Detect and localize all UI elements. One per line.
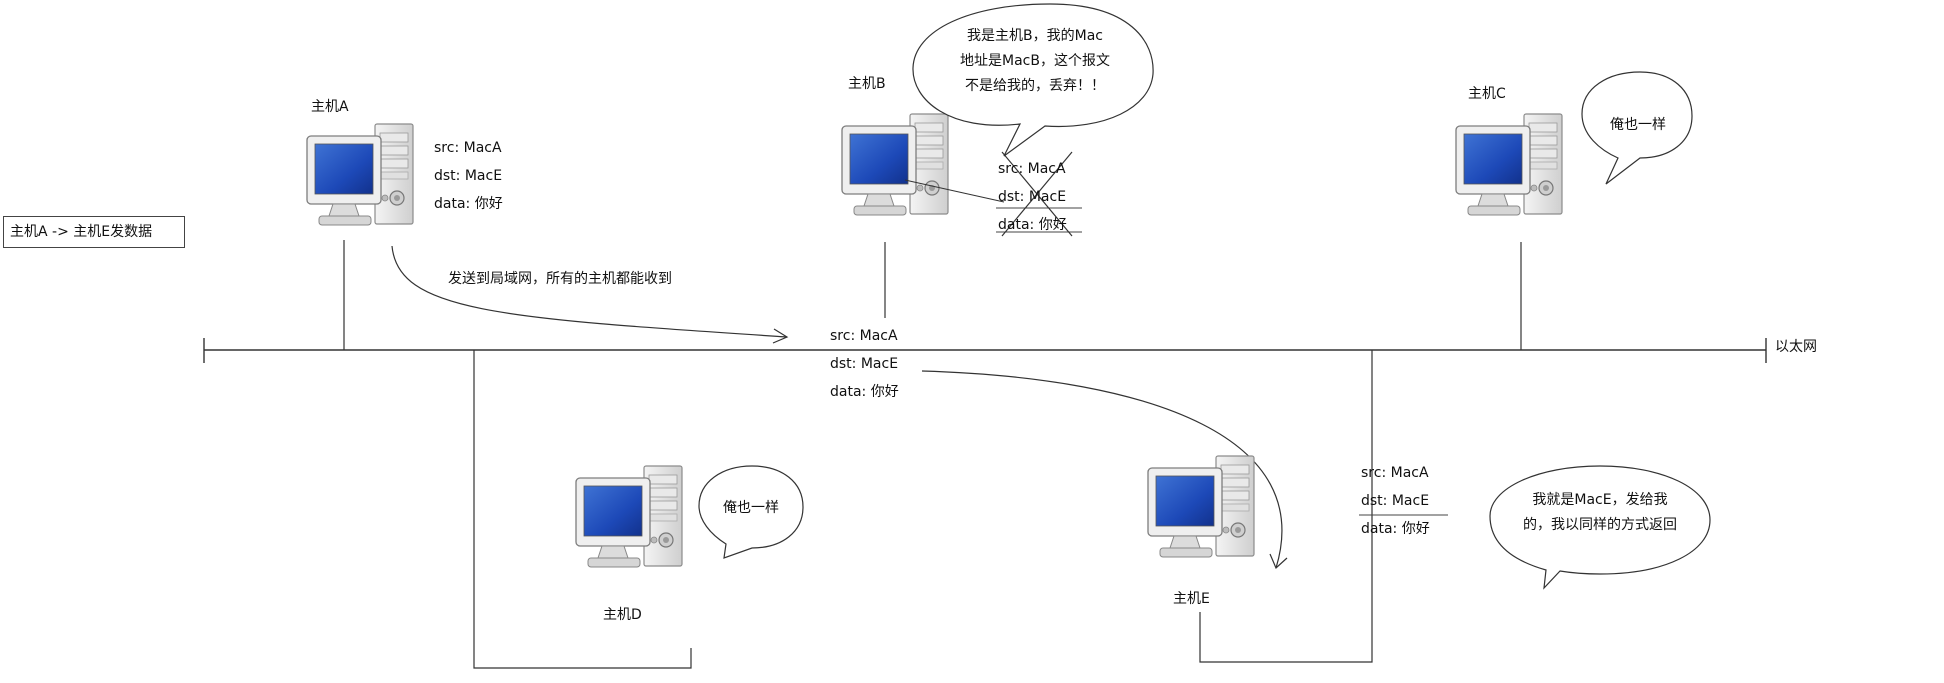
bubble-line: 地址是MacB，这个报文 xyxy=(960,53,1110,69)
dst-value: MacE xyxy=(1391,493,1430,509)
host-b-name: 主机B xyxy=(848,76,886,92)
src-value: MacA xyxy=(1027,161,1066,177)
host-e-name: 主机E xyxy=(1173,591,1210,607)
src-label: src: xyxy=(1361,465,1387,481)
src-label: src: xyxy=(434,140,460,156)
data-value: 你好 xyxy=(1038,217,1067,233)
host-b-packet: src: MacA dst: MacE data: 你好 xyxy=(998,155,1067,239)
host-d-name: 主机D xyxy=(603,607,642,623)
host-d-bubble-text: 俺也一样 xyxy=(703,498,799,518)
ethernet-label: 以太网 xyxy=(1775,339,1817,355)
host-e-computer-icon xyxy=(1147,455,1255,558)
src-value: MacA xyxy=(859,328,898,344)
host-b-speech-bubble xyxy=(912,3,1154,157)
host-d-link xyxy=(473,350,692,669)
host-c-computer-icon xyxy=(1455,113,1563,216)
host-e-packet: src: MacA dst: MacE data: 你好 xyxy=(1361,459,1430,543)
host-a-packet: src: MacA dst: MacE data: 你好 xyxy=(434,134,503,218)
host-c-speech-bubble xyxy=(1581,71,1693,185)
data-label: data: xyxy=(1361,521,1398,537)
data-value: 你好 xyxy=(870,384,899,400)
bubble-line: 不是给我的，丢弃！！ xyxy=(965,78,1105,94)
host-c-bubble-text: 俺也一样 xyxy=(1590,115,1686,135)
data-label: data: xyxy=(998,217,1035,233)
dst-value: MacE xyxy=(860,356,899,372)
data-label: data: xyxy=(434,196,471,212)
data-value: 你好 xyxy=(474,196,503,212)
host-c-name: 主机C xyxy=(1468,86,1506,102)
host-b-computer-icon xyxy=(841,113,949,216)
broadcast-arrowhead xyxy=(772,328,789,344)
dst-value: MacE xyxy=(1028,189,1067,205)
src-label: src: xyxy=(830,328,856,344)
host-a-computer-icon xyxy=(306,123,414,226)
bus-packet: src: MacA dst: MacE data: 你好 xyxy=(830,322,899,406)
bubble-line: 俺也一样 xyxy=(723,500,779,516)
dst-label: dst: xyxy=(998,189,1025,205)
dst-value: MacE xyxy=(464,168,503,184)
data-value: 你好 xyxy=(1401,521,1430,537)
bubble-line: 俺也一样 xyxy=(1610,117,1666,133)
host-e-speech-bubble xyxy=(1489,465,1711,590)
data-label: data: xyxy=(830,384,867,400)
task-description-box: 主机A -> 主机E发数据 xyxy=(3,216,185,248)
host-b-packet-cross-2 xyxy=(1001,151,1073,237)
broadcast-arrow xyxy=(391,245,788,338)
host-d-speech-bubble xyxy=(698,465,804,559)
dst-label: dst: xyxy=(434,168,461,184)
host-e-bubble-text: 我就是MacE，发给我 的，我以同样的方式返回 xyxy=(1500,488,1700,538)
host-b-discard-stroke xyxy=(904,179,1005,203)
dst-label: dst: xyxy=(830,356,857,372)
host-d-computer-icon xyxy=(575,465,683,568)
bubble-line: 我是主机B，我的Mac xyxy=(967,28,1103,44)
delivery-arrow xyxy=(921,370,1283,569)
src-label: src: xyxy=(998,161,1024,177)
src-value: MacA xyxy=(463,140,502,156)
bubble-line: 的，我以同样的方式返回 xyxy=(1523,517,1677,533)
host-b-bubble-text: 我是主机B，我的Mac 地址是MacB，这个报文 不是给我的，丢弃！！ xyxy=(930,24,1140,99)
src-value: MacA xyxy=(1390,465,1429,481)
host-a-name: 主机A xyxy=(311,99,349,115)
host-e-link xyxy=(1199,350,1373,663)
bubble-line: 我就是MacE，发给我 xyxy=(1532,492,1668,508)
dst-label: dst: xyxy=(1361,493,1388,509)
broadcast-note: 发送到局域网，所有的主机都能收到 xyxy=(448,271,672,287)
delivery-arrowhead xyxy=(1269,553,1288,570)
